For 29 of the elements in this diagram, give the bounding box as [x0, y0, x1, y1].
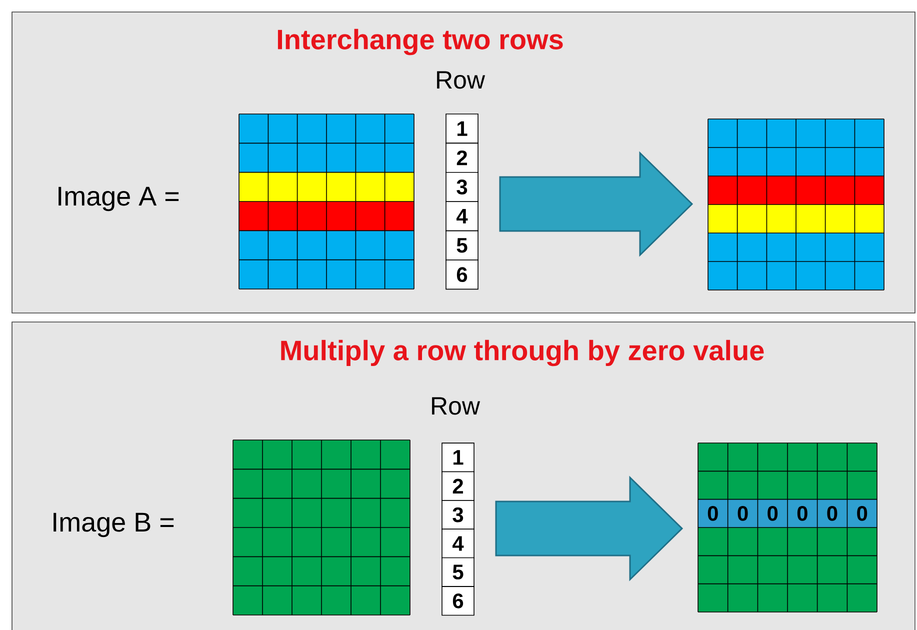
row-number-box: 3: [442, 500, 474, 530]
column-heading: Row: [432, 397, 480, 415]
row-number-box: 1: [446, 114, 478, 144]
row-number-box: 2: [446, 142, 478, 173]
column-heading: Row: [437, 71, 486, 89]
cell-value: 0: [708, 506, 718, 521]
image-label: Image A =: [58, 186, 179, 212]
row-number-box: 4: [442, 528, 474, 558]
row-number-box: 2: [442, 471, 474, 501]
image-label: Image B =: [54, 512, 174, 538]
row-number-box: 3: [446, 172, 478, 202]
panel-title: Interchange two rows: [278, 28, 563, 56]
row-number-box: 6: [446, 260, 478, 290]
row-number-box: 5: [442, 557, 474, 587]
cell-value: 0: [797, 506, 808, 521]
row-number-box: 6: [442, 586, 474, 616]
cell-value: 0: [768, 506, 778, 521]
panel-title: Multiply a row through by zero value: [281, 340, 764, 366]
pixel-grid-drawing: [708, 118, 884, 290]
row-number-box: 1: [442, 442, 474, 472]
cell-value: 0: [827, 506, 838, 521]
pixel-grid-drawing: [238, 114, 414, 290]
block-arrow: [495, 476, 684, 582]
row-number-box: 5: [446, 230, 478, 260]
cell-value: 0: [738, 506, 748, 521]
cell-value: 0: [857, 506, 868, 521]
pixel-grid-drawing: [232, 440, 410, 616]
block-arrow: [499, 151, 694, 257]
row-number-box: 4: [446, 201, 478, 232]
